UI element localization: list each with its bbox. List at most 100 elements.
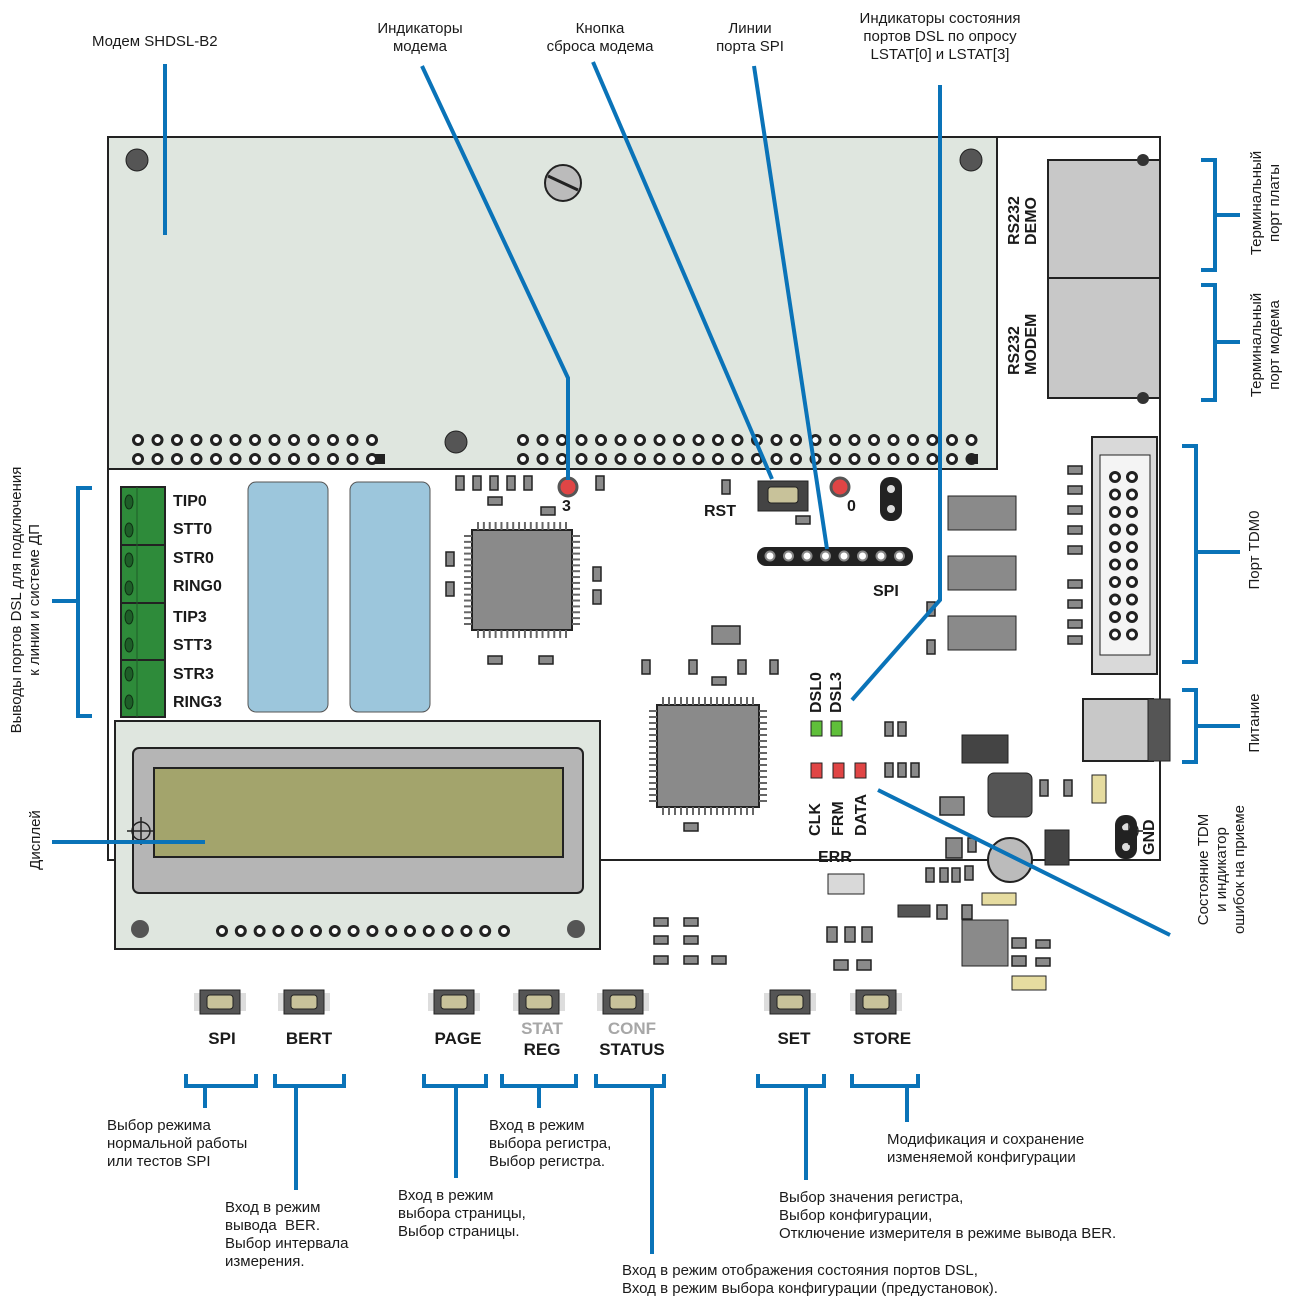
bert-button-label: BERT <box>275 1029 343 1049</box>
clk-label: CLK <box>807 803 824 836</box>
terminal-label: TIP0 <box>173 493 207 511</box>
spi-pin <box>895 552 904 561</box>
reg-button-label: REG <box>508 1040 576 1060</box>
set-button-label: SET <box>760 1029 828 1049</box>
spi-pin <box>821 552 830 561</box>
led-0-label: 0 <box>847 498 856 516</box>
tdm-pin <box>1128 595 1137 604</box>
callout-tdm-port: Порт TDM0 <box>1246 500 1264 600</box>
terminal-label: RING0 <box>173 578 222 596</box>
tdm0-connector <box>1092 437 1157 674</box>
tactile-button-icon[interactable] <box>764 990 816 1014</box>
callout-modem: Модем SHDSL-B2 <box>92 33 218 51</box>
spi-header-label: SPI <box>873 583 899 601</box>
callout-board-terminal: Терминальный порт платы <box>1248 138 1284 268</box>
gnd-jumper <box>1115 815 1137 859</box>
callout-power: Питание <box>1246 678 1264 768</box>
dsl3-label: DSL3 <box>828 672 845 713</box>
tdm-pin <box>1111 525 1120 534</box>
rs232-demo-connector <box>1048 154 1160 278</box>
tdm-pin <box>1128 613 1137 622</box>
reset-button-icon <box>758 481 808 511</box>
transformers <box>948 496 1016 650</box>
callout-reg: Вход в режим выбора регистра, Выбор реги… <box>489 1117 611 1171</box>
tactile-button-icon[interactable] <box>428 990 480 1014</box>
tactile-button-icon[interactable] <box>513 990 565 1014</box>
rs232-modem-label: RS232 MODEM <box>1006 314 1040 375</box>
dsl0-label: DSL0 <box>808 672 825 713</box>
modem-screw-icon <box>545 165 581 201</box>
gnd-label: GND <box>1141 819 1158 855</box>
callout-tdm-state: Состояние TDM и индикатор ошибок на прие… <box>1195 787 1249 952</box>
spi-pin <box>877 552 886 561</box>
tdm-pin <box>1111 490 1120 499</box>
dsl-terminal-block <box>121 487 165 717</box>
ic-chip-center <box>657 705 759 807</box>
callout-spi-lines: Линии порта SPI <box>700 20 800 56</box>
status-button-label: STATUS <box>592 1040 672 1060</box>
rs232-demo-label: RS232 DEMO <box>1006 196 1040 245</box>
relay-right <box>350 482 430 712</box>
callout-modem-indicators: Индикаторы модема <box>355 20 485 56</box>
ic-chip-upper <box>472 530 572 630</box>
callout-reset-button: Кнопка сброса модема <box>530 20 670 56</box>
tdm-pin <box>1128 560 1137 569</box>
terminal-label: TIP3 <box>173 609 207 627</box>
callout-status: Вход в режим отображения состояния порто… <box>622 1262 998 1298</box>
tdm-pin <box>1128 630 1137 639</box>
tdm-pin <box>1111 473 1120 482</box>
tdm-pin <box>1128 578 1137 587</box>
callout-set: Выбор значения регистра, Выбор конфигура… <box>779 1189 1116 1243</box>
tdm-pin <box>1128 525 1137 534</box>
modem-led-0-icon <box>831 478 849 496</box>
modem-led-3-icon <box>559 478 577 496</box>
spi-button-label: SPI <box>190 1029 254 1049</box>
rs232-modem-connector <box>1048 278 1160 404</box>
terminal-label: RING3 <box>173 694 222 712</box>
callout-store: Модификация и сохранение изменяемой конф… <box>887 1131 1084 1167</box>
tdm-pin <box>1111 613 1120 622</box>
tactile-button-icon[interactable] <box>850 990 902 1014</box>
terminal-label: STR0 <box>173 550 214 568</box>
rst-label: RST <box>704 503 736 521</box>
tdm-pin <box>1111 595 1120 604</box>
led-3-label: 3 <box>562 498 571 516</box>
relay-left <box>248 482 328 712</box>
callout-dsl-status: Индикаторы состояния портов DSL по опрос… <box>820 10 1060 64</box>
tactile-button-icon[interactable] <box>597 990 649 1014</box>
tdm-pin <box>1111 543 1120 552</box>
tdm-pin <box>1128 473 1137 482</box>
tdm-pin <box>1111 560 1120 569</box>
spi-header <box>757 547 913 566</box>
err-label: ERR <box>818 849 852 867</box>
tdm-pin <box>1128 508 1137 517</box>
tdm-pin <box>1111 508 1120 517</box>
terminal-label: STT0 <box>173 521 212 539</box>
callout-display: Дисплей <box>27 800 45 880</box>
spi-pin <box>840 552 849 561</box>
stat-button-label: STAT <box>508 1019 576 1039</box>
tdm-pin <box>1111 578 1120 587</box>
tdm-pin <box>1128 490 1137 499</box>
tdm-error-leds <box>811 763 866 778</box>
terminal-label: STR3 <box>173 666 214 684</box>
power-jack <box>1083 699 1170 761</box>
callout-modem-terminal: Терминальный порт модема <box>1248 275 1284 415</box>
tactile-button-icon[interactable] <box>194 990 246 1014</box>
callout-dsl-outputs: Выводы портов DSL для подключения к лини… <box>8 430 44 770</box>
spi-pin <box>784 552 793 561</box>
spi-pin <box>766 552 775 561</box>
tdm-pin <box>1128 543 1137 552</box>
callout-page: Вход в режим выбора страницы, Выбор стра… <box>398 1187 526 1241</box>
spi-pin <box>858 552 867 561</box>
store-button-label: STORE <box>845 1029 919 1049</box>
callout-spi-mode: Выбор режима нормальной работы или тесто… <box>107 1117 247 1171</box>
tactile-button-icon[interactable] <box>278 990 330 1014</box>
jumper-top <box>880 477 902 521</box>
spi-pin <box>803 552 812 561</box>
callout-ber: Вход в режим вывода BER. Выбор интервала… <box>225 1199 349 1271</box>
page-button-label: PAGE <box>424 1029 492 1049</box>
conf-button-label: CONF <box>592 1019 672 1039</box>
lcd-display <box>115 721 600 949</box>
terminal-label: STT3 <box>173 637 212 655</box>
